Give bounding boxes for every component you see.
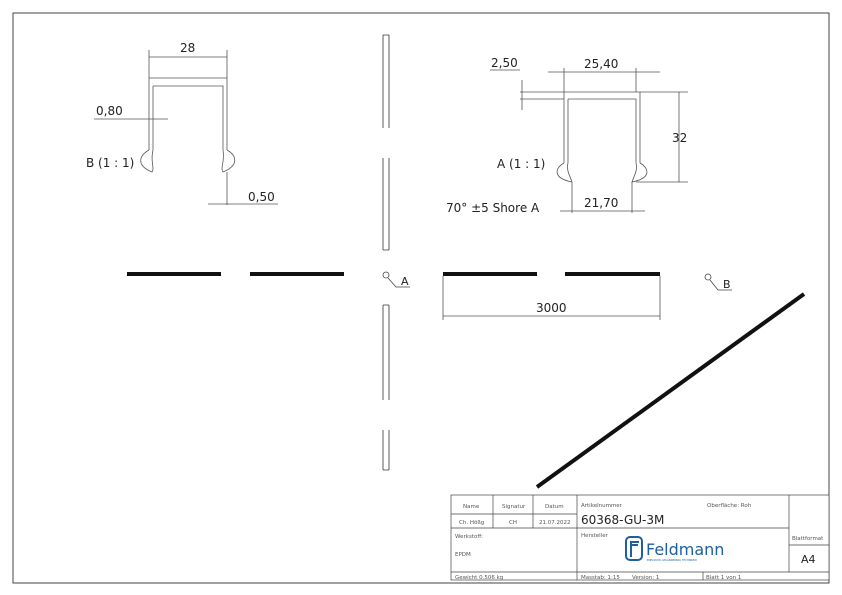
detail-a-profile xyxy=(490,68,688,213)
blattformat-value: A4 xyxy=(801,553,816,566)
callout-b: B xyxy=(723,278,731,291)
callout-marks xyxy=(382,271,732,291)
version: Version: 1 xyxy=(632,575,659,581)
dim-25-40: 25,40 xyxy=(584,57,618,71)
oberflaeche: Oberfläche: Roh xyxy=(707,503,752,509)
callout-a: A xyxy=(401,275,409,288)
werkstoff-value: EPDM xyxy=(455,552,471,558)
werkstoff-label: Werkstoff: xyxy=(455,534,483,540)
datum-header: Datum xyxy=(545,504,564,510)
dim-21-70: 21,70 xyxy=(584,196,618,210)
detail-a-label: A (1 : 1) xyxy=(497,157,545,171)
detail-b-label: B (1 : 1) xyxy=(86,156,134,170)
detail-b-profile xyxy=(94,50,278,205)
signatur-value: CH xyxy=(509,520,517,526)
hersteller-label: Hersteller xyxy=(581,533,609,539)
dim-3000: 3000 xyxy=(536,301,567,315)
feldmann-logo: Feldmann EDELSTAHL GELÄNDERBAU TECHNIKEN xyxy=(625,536,724,562)
length-dimension xyxy=(442,276,661,320)
artikel-number: 60368-GU-3M xyxy=(581,513,664,527)
name-value: Ch. Hößg xyxy=(459,520,484,526)
dim-0-50: 0,50 xyxy=(248,190,275,204)
blattformat-label: Blattformat xyxy=(792,536,824,542)
signatur-header: Signatur xyxy=(502,504,526,510)
artikel-label: Artikelnummer xyxy=(581,503,623,509)
side-view-horizontal xyxy=(127,272,660,276)
logo-tagline: EDELSTAHL GELÄNDERBAU TECHNIKEN xyxy=(647,557,697,562)
name-header: Name xyxy=(463,504,480,510)
massstab: Masstab: 1:15 xyxy=(581,575,620,581)
sheet-border xyxy=(12,12,830,584)
dim-2-50: 2,50 xyxy=(491,56,518,70)
dim-28: 28 xyxy=(180,41,195,55)
shore-note: 70° ±5 Shore A xyxy=(446,201,540,215)
side-view-vertical xyxy=(382,34,390,471)
dim-0-80: 0,80 xyxy=(96,104,123,118)
blatt: Blatt 1 von 1 xyxy=(706,575,741,581)
dim-32: 32 xyxy=(672,131,687,145)
gewicht: Gewicht 0.506 kg xyxy=(455,575,503,581)
logo-text: Feldmann xyxy=(646,540,724,559)
isometric-view xyxy=(535,292,806,489)
datum-value: 21.07.2022 xyxy=(539,520,571,526)
